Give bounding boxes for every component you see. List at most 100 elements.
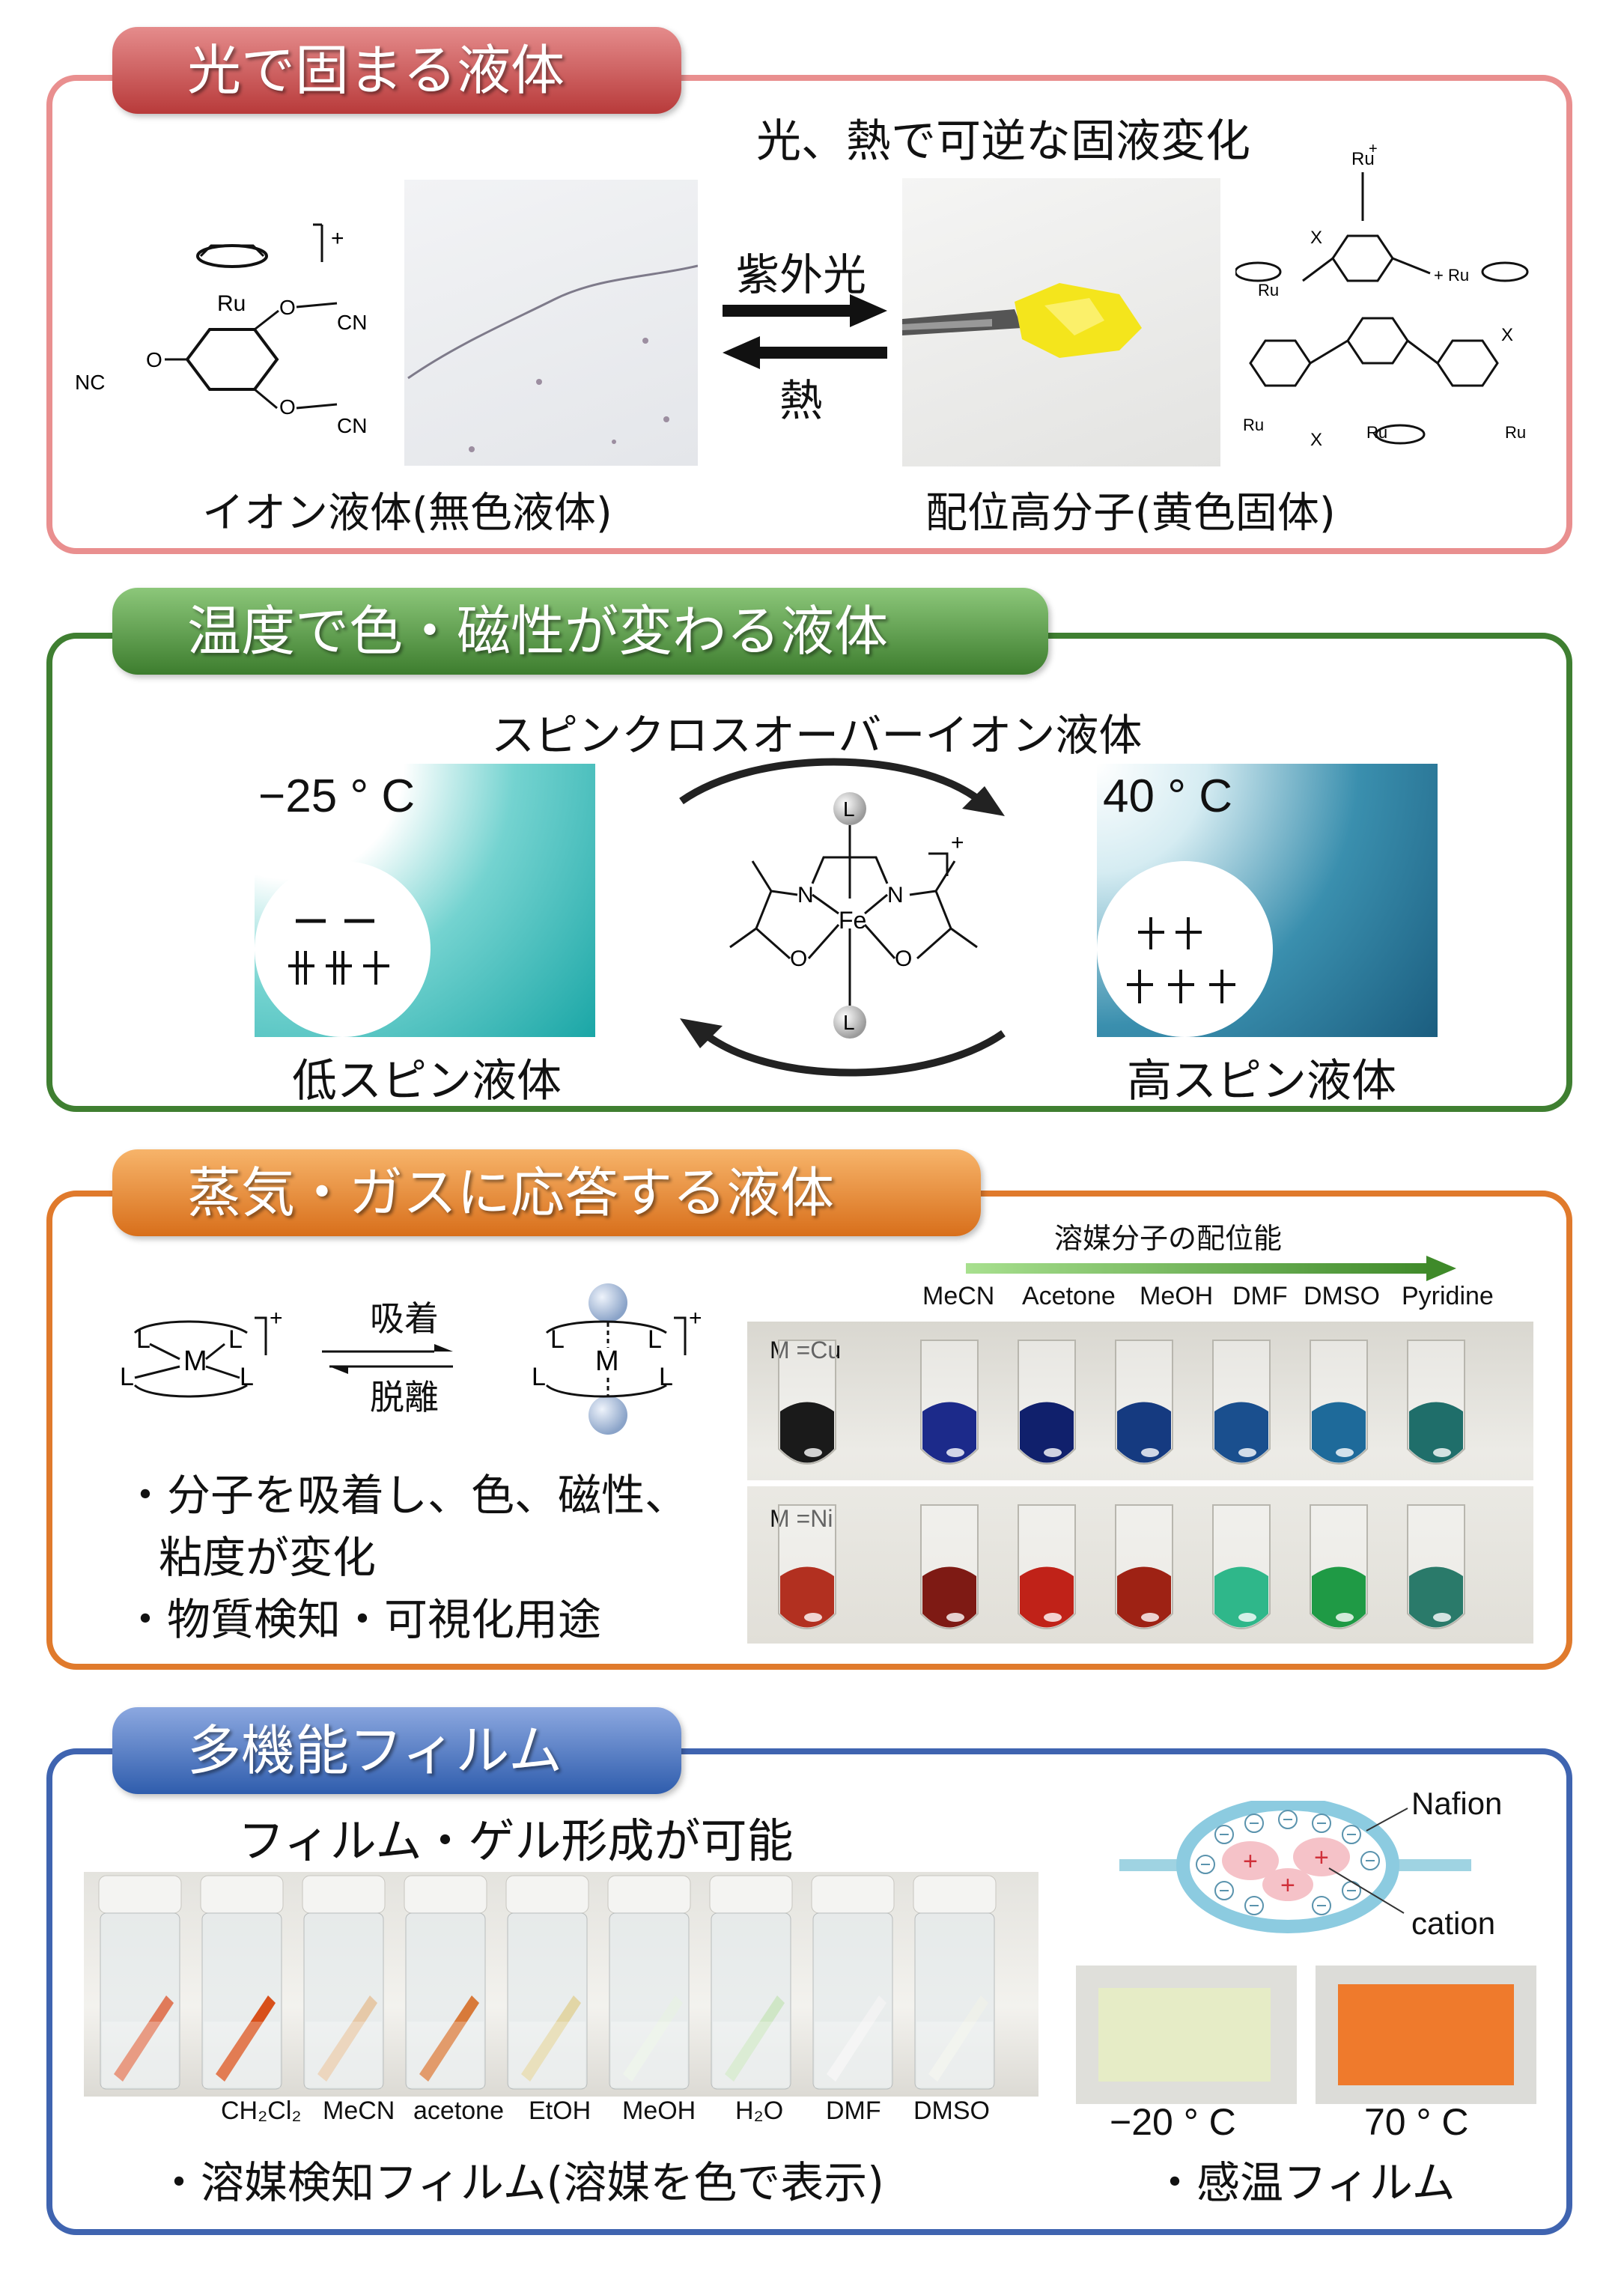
tube-cu-3	[1212, 1340, 1271, 1465]
svg-text:NC: NC	[75, 371, 105, 394]
svg-text:Ru: Ru	[1258, 281, 1279, 300]
svg-text:+: +	[1280, 1871, 1295, 1900]
ruthenium-ionic-liquid-structure: + Ru O CN O NC O CN	[75, 223, 367, 437]
svg-text:L: L	[228, 1325, 243, 1354]
heat-label: 熱	[779, 375, 823, 426]
vial-2	[302, 1875, 386, 2090]
solvent-detection-film-caption: ・溶媒検知フィルム(溶媒を色で表示)	[157, 2157, 884, 2208]
svg-text:L: L	[659, 1363, 673, 1391]
tube-ni-0	[920, 1504, 979, 1629]
svg-text:Ru: Ru	[1351, 149, 1375, 169]
hot-film-photo	[1316, 1966, 1536, 2104]
svg-text:+: +	[951, 830, 964, 855]
svg-text:+: +	[270, 1306, 283, 1331]
iron-complex-structure: L L Fe N N O O +	[729, 792, 978, 1039]
test-tubes-photo: M =Cu M =Ni	[747, 1322, 1533, 1644]
svg-text:N: N	[887, 883, 904, 908]
vial-label-mecn: MeCN	[323, 2097, 395, 2125]
svg-text:+: +	[1243, 1847, 1258, 1876]
svg-text:O: O	[146, 348, 162, 371]
tube-ni-1	[1018, 1504, 1076, 1629]
tube-ni-5	[1407, 1504, 1465, 1629]
yellow-solid-photo	[902, 178, 1220, 466]
svg-text:N: N	[797, 883, 814, 908]
solvent-dmso: DMSO	[1304, 1282, 1380, 1310]
svg-text:Ru: Ru	[1243, 416, 1264, 434]
high-spin-caption: 高スピン液体	[1127, 1055, 1396, 1107]
svg-text:O: O	[279, 395, 296, 419]
tube-ni-4	[1310, 1504, 1368, 1629]
panel1-subtitle: 光、熱で可逆な固液変化	[756, 115, 1250, 168]
cold-film-photo	[1076, 1966, 1297, 2104]
uv-light-label: 紫外光	[735, 249, 866, 300]
svg-text:L: L	[136, 1325, 150, 1354]
panel1-title-tab: 光で固まる液体	[112, 27, 681, 114]
panel4-subtitle: フィルム・ゲル形成が可能	[238, 1814, 794, 1868]
tube-cu-2	[1115, 1340, 1173, 1465]
left-structure-charge: +	[331, 226, 344, 251]
tube-cu-reference	[778, 1340, 836, 1465]
tube-cu-5	[1407, 1340, 1465, 1465]
panel3-bullet-2: 粘度が変化	[159, 1532, 377, 1583]
svg-text:L: L	[120, 1363, 134, 1391]
svg-text:O: O	[895, 946, 912, 971]
svg-text:+: +	[689, 1306, 702, 1331]
nickel-row-label: M =Ni	[770, 1505, 833, 1533]
svg-text:+ Ru: + Ru	[1434, 266, 1469, 285]
coordination-polymer-caption: 配位高分子(黄色固体)	[925, 489, 1336, 538]
vial-label-h2o: H₂O	[735, 2097, 784, 2125]
panel2-subtitle: スピンクロスオーバーイオン液体	[491, 710, 1143, 761]
adsorption-label: 吸着	[370, 1298, 439, 1339]
vial-label-ch2cl2: CH₂Cl₂	[221, 2097, 302, 2125]
panel4-title-tab: 多機能フィルム	[112, 1707, 681, 1794]
hot-film-temperature: 70 ° C	[1364, 2101, 1469, 2143]
left-structure-metal: Ru	[217, 291, 246, 316]
tube-ni-2	[1115, 1504, 1173, 1629]
vial-4	[505, 1875, 589, 2090]
vial-0	[98, 1875, 182, 2090]
panel3-bullet-3: ・物質検知・可視化用途	[124, 1594, 602, 1645]
svg-text:L: L	[240, 1363, 254, 1391]
svg-text:Ru: Ru	[1505, 423, 1526, 442]
vial-6	[709, 1875, 793, 2090]
vial-array	[98, 1875, 997, 2090]
vial-label-acetone: acetone	[413, 2097, 504, 2125]
svg-text:+: +	[1314, 1843, 1329, 1872]
cation-label: cation	[1411, 1906, 1496, 1941]
svg-text:L: L	[843, 1011, 855, 1034]
solvent-mecn: MeCN	[922, 1282, 995, 1310]
low-temperature-label: −25 ° C	[258, 770, 416, 822]
cold-film	[1098, 1988, 1271, 2082]
svg-text:L: L	[550, 1325, 565, 1354]
svg-text:+: +	[1369, 141, 1378, 157]
coordination-ability-title: 溶媒分子の配位能	[1053, 1222, 1282, 1255]
solvent-vials-photo	[84, 1872, 1038, 2097]
vial-8	[913, 1875, 997, 2090]
tube-cu-1	[1018, 1340, 1076, 1465]
svg-text:L: L	[532, 1363, 546, 1391]
test-tube-array	[778, 1340, 1465, 1629]
svg-text:M: M	[595, 1346, 619, 1377]
colorless-liquid-photo	[404, 180, 698, 466]
desorption-label: 脱離	[370, 1377, 439, 1417]
reversible-arrows	[723, 294, 887, 369]
panel3-bullet-1: ・分子を吸着し、色、磁性、	[124, 1470, 689, 1521]
high-temperature-label: 40 ° C	[1103, 770, 1232, 822]
vial-label-dmf: DMF	[826, 2097, 881, 2125]
low-spin-liquid-photo: −25 ° C	[255, 764, 595, 1037]
low-spin-electron-diagram	[255, 861, 431, 1037]
svg-text:Fe: Fe	[839, 907, 866, 934]
tube-cu-4	[1310, 1340, 1368, 1465]
tube-ni-reference	[778, 1504, 836, 1629]
vial-7	[811, 1875, 895, 2090]
panel2-title-tab: 温度で色・磁性が変わる液体	[112, 588, 1048, 675]
high-spin-liquid-photo: 40 ° C	[1097, 764, 1438, 1037]
tube-cu-0	[920, 1340, 979, 1465]
svg-text:L: L	[648, 1325, 662, 1354]
svg-text:L: L	[843, 797, 855, 821]
svg-text:CN: CN	[337, 414, 367, 437]
svg-text:CN: CN	[337, 311, 367, 334]
vial-label-meoh: MeOH	[622, 2097, 696, 2125]
thermosensitive-film-caption: ・感温フィルム	[1153, 2157, 1456, 2208]
